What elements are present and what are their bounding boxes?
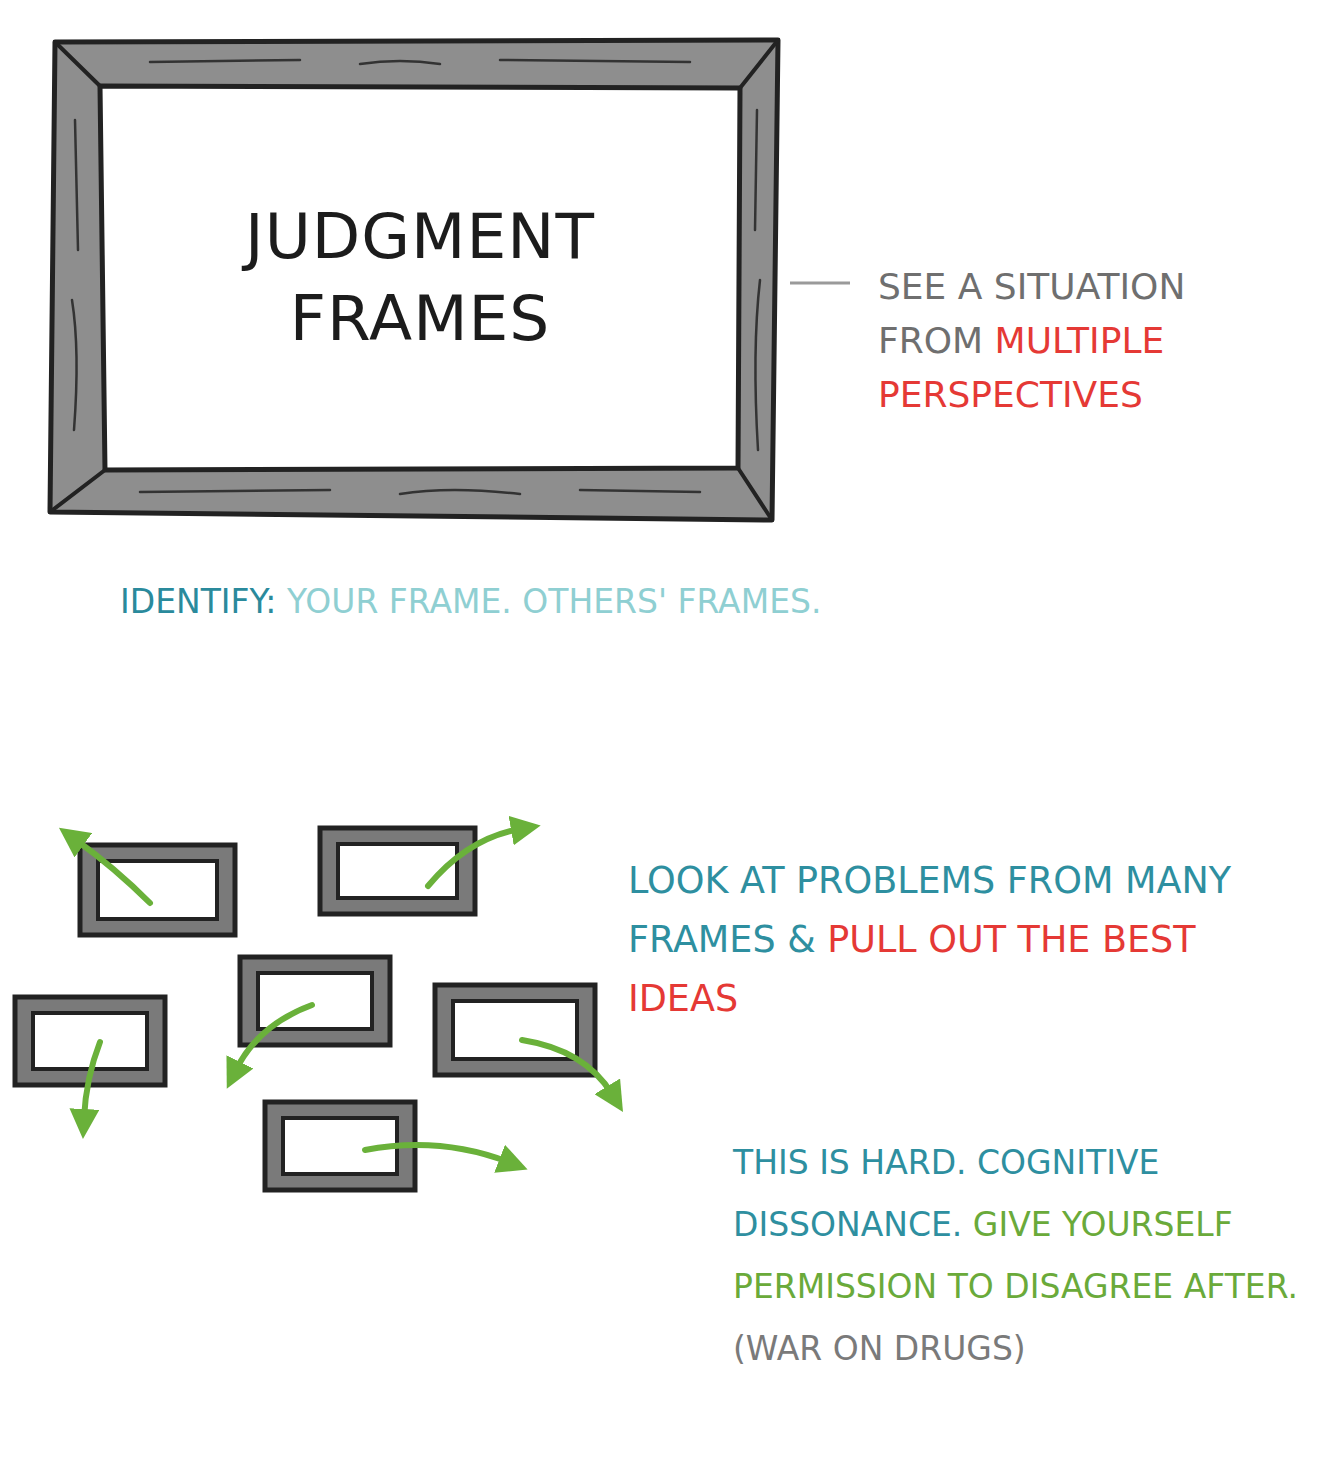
- note-text: YOUR FRAME. OTHERS' FRAMES.: [287, 582, 822, 621]
- grain-line: [360, 61, 440, 64]
- green-arrow: [84, 1042, 100, 1118]
- grain-line: [140, 490, 330, 492]
- small-frame: [435, 985, 595, 1075]
- text-group: THIS IS HARD. COGNITIVE DISSONANCE. GIVE…: [733, 1132, 1303, 1380]
- frame-corners: [50, 40, 778, 520]
- grain-line: [580, 490, 700, 492]
- frame-opening: [100, 86, 740, 470]
- grain-line: [150, 60, 300, 62]
- frame-corner: [50, 470, 105, 512]
- grain-line: [72, 300, 77, 430]
- frame-corner: [55, 42, 100, 86]
- grain-line: [500, 60, 690, 62]
- green-arrow: [365, 1145, 508, 1162]
- grain-line: [75, 120, 78, 250]
- small-frame: [320, 828, 475, 914]
- example-note: (WAR ON DRUGS): [733, 1318, 1303, 1380]
- wood-grain: [72, 60, 760, 494]
- green-arrow: [76, 840, 150, 903]
- small-frame-opening: [33, 1013, 147, 1069]
- small-frames: [15, 828, 595, 1190]
- grain-line: [755, 280, 760, 450]
- text-group: SEE A SITUATION FROM MULTIPLE PERSPECTIV…: [878, 260, 1288, 422]
- text-group: IDENTIFY: YOUR FRAME. OTHERS' FRAMES.: [120, 580, 821, 624]
- grain-line: [755, 110, 757, 230]
- frame-corner: [738, 468, 772, 520]
- text-group: LOOK AT PROBLEMS FROM MANY FRAMES & PULL…: [628, 852, 1312, 1028]
- picture-frame: JUDGMENT FRAMES: [105, 90, 735, 465]
- green-arrow: [428, 829, 520, 886]
- note-heading: IDENTIFY:: [120, 582, 276, 621]
- green-arrows: [76, 829, 612, 1162]
- frame-wood: [50, 40, 778, 520]
- frame-corner: [740, 40, 778, 88]
- frame-title: JUDGMENT FRAMES: [105, 196, 735, 360]
- grain-line: [400, 490, 520, 494]
- green-arrow: [236, 1005, 312, 1070]
- green-arrow: [522, 1040, 612, 1094]
- leader-line: [790, 282, 850, 285]
